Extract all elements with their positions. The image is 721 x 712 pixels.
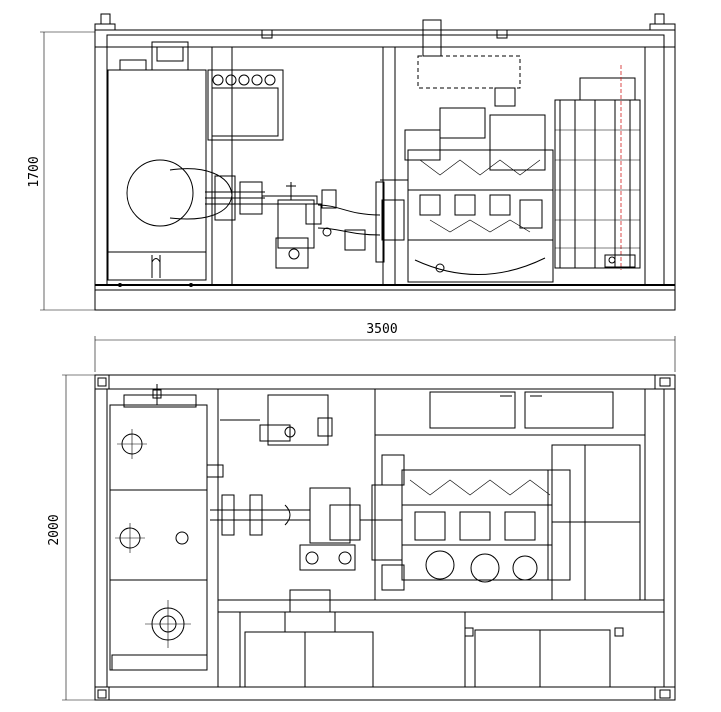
- dimension-length: 3500: [94, 322, 676, 372]
- dimension-height-top: 1700: [27, 31, 95, 311]
- dimension-label-height: 1700: [27, 156, 42, 187]
- bottom-equipment-plan: [244, 589, 624, 688]
- fuel-tank-plan: [109, 384, 224, 671]
- fuel-tank-side: [107, 41, 233, 287]
- engine-side: [380, 107, 554, 283]
- dimension-label-length: 3500: [366, 322, 397, 337]
- engine-plan: [329, 454, 553, 591]
- radiator-side: [554, 65, 641, 270]
- side-elevation-view: [94, 13, 676, 311]
- dimension-label-width: 2000: [47, 514, 62, 545]
- control-panel-side: [207, 69, 284, 141]
- muffler-side: [417, 19, 521, 107]
- dimension-width-bottom: 2000: [47, 374, 95, 701]
- plan-view: [94, 374, 676, 701]
- control-boxes-plan: [429, 391, 614, 429]
- pump-assembly-side: [205, 175, 385, 269]
- radiator-plan: [547, 444, 641, 601]
- pump-assembly-plan: [210, 394, 356, 571]
